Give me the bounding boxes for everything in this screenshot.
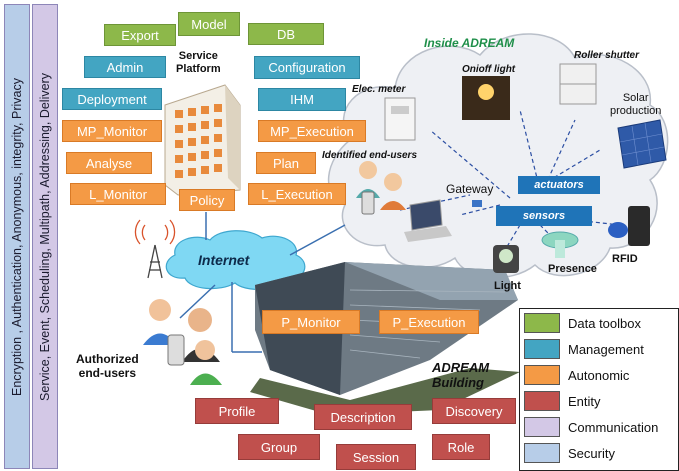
elec-meter-image xyxy=(384,97,416,141)
authorized-users-image xyxy=(143,299,222,385)
gateway-device xyxy=(472,200,482,207)
legend-swatch xyxy=(524,339,560,359)
legend-item-security: Security xyxy=(524,443,615,463)
plan-box: Plan xyxy=(256,152,316,174)
l-execution-box: L_Execution xyxy=(248,183,346,205)
legend-swatch xyxy=(524,313,560,333)
legend-label: Entity xyxy=(568,393,601,409)
internet-cloud xyxy=(165,230,306,290)
policy-box: Policy xyxy=(179,189,235,211)
deployment-box: Deployment xyxy=(62,88,162,110)
p-execution-box: P_Execution xyxy=(379,310,479,334)
legend-item-data-toolbox: Data toolbox xyxy=(524,313,641,333)
legend-swatch xyxy=(524,365,560,385)
roller-shutter-label: Roller shutter xyxy=(574,50,640,61)
db-box: DB xyxy=(248,23,324,45)
rfid-image xyxy=(608,206,650,246)
cloud-title: Inside ADREAM xyxy=(424,36,515,50)
model-box: Model xyxy=(178,12,240,36)
legend: Data toolbox Management Autonomic Entity… xyxy=(519,308,679,471)
l-monitor-box: L_Monitor xyxy=(70,183,166,205)
configuration-box: Configuration xyxy=(254,56,360,79)
profile-box: Profile xyxy=(195,398,279,424)
description-box: Description xyxy=(314,404,412,430)
adream-building-image xyxy=(250,262,520,415)
authorized-users-label: Authorized end-users xyxy=(76,352,139,380)
presence-sensor-image xyxy=(541,231,579,258)
sensors-label: sensors xyxy=(496,206,592,226)
light-label: Light xyxy=(494,280,521,292)
antenna-icon xyxy=(134,219,176,279)
solar-panel-image xyxy=(617,119,667,169)
communication-bar: Service, Event, Scheduling, Multipath, A… xyxy=(32,4,58,469)
onoff-light-label: Onioff light xyxy=(462,64,516,75)
legend-label: Communication xyxy=(568,419,659,435)
internet-label: Internet xyxy=(198,252,250,268)
identified-users-label: Identified end-users xyxy=(322,150,418,161)
actuators-label: actuators xyxy=(518,176,600,194)
service-platform-building xyxy=(164,84,241,196)
legend-swatch xyxy=(524,443,560,463)
legend-label: Data toolbox xyxy=(568,315,641,331)
legend-item-communication: Communication xyxy=(524,417,658,437)
gateway-label: Gateway xyxy=(446,182,494,196)
analyse-box: Analyse xyxy=(66,152,152,174)
group-box: Group xyxy=(238,434,320,460)
solar-production-label: Solar production xyxy=(610,92,662,117)
discovery-box: Discovery xyxy=(432,398,516,424)
presence-label: Presence xyxy=(548,263,597,275)
legend-label: Security xyxy=(568,445,615,461)
legend-item-autonomic: Autonomic xyxy=(524,365,629,385)
session-box: Session xyxy=(336,444,416,470)
rfid-label: RFID xyxy=(612,253,638,265)
export-box: Export xyxy=(104,24,176,46)
mp-monitor-box: MP_Monitor xyxy=(62,120,162,142)
role-box: Role xyxy=(432,434,490,460)
legend-swatch xyxy=(524,417,560,437)
legend-item-management: Management xyxy=(524,339,644,359)
ihm-box: IHM xyxy=(258,88,346,111)
service-platform-label: Service Platform xyxy=(176,50,221,75)
legend-label: Autonomic xyxy=(568,367,630,383)
identified-users-image xyxy=(356,161,406,215)
legend-label: Management xyxy=(568,341,644,357)
laptop-image xyxy=(404,199,452,242)
elec-meter-label: Elec. meter xyxy=(352,84,406,95)
mp-execution-box: MP_Execution xyxy=(258,120,366,142)
legend-swatch xyxy=(524,391,560,411)
admin-box: Admin xyxy=(84,56,166,78)
light-sensor-image xyxy=(493,245,519,273)
legend-item-entity: Entity xyxy=(524,391,601,411)
p-monitor-box: P_Monitor xyxy=(262,310,360,334)
security-bar: Encryption , Authentication, Anonymous, … xyxy=(4,4,30,469)
adream-building-label: ADREAM Building xyxy=(432,360,490,390)
